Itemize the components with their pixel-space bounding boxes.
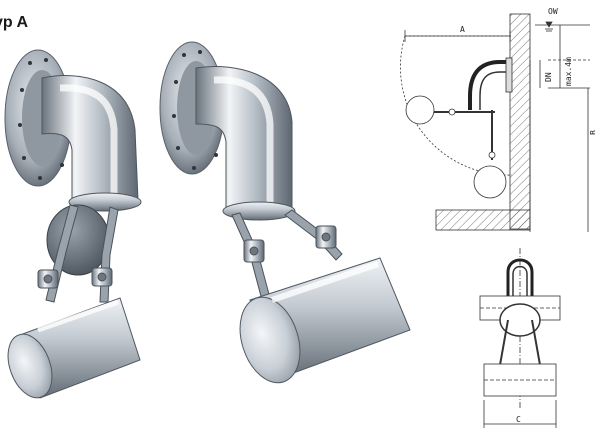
dim-label-c: C [516,415,521,424]
dim-label-b: B [589,130,595,135]
hinge-arms-right [231,209,343,301]
valve-3d-left [4,49,142,399]
wall [509,13,531,230]
drawing-side-view [400,13,590,232]
dim-label-a: A [460,25,465,34]
label-ow: OW [548,7,558,16]
float-cylinder-right [239,257,411,384]
dim-label-dn: DN [544,72,553,82]
hinge-arms-left [37,204,119,303]
floor [435,209,531,231]
drawing-front-view [479,248,561,428]
valve-3d-right [159,41,411,384]
figure-title: yp A [0,14,29,31]
float-cylinder-left [7,297,141,399]
dim-label-max: max.4m [564,57,573,86]
